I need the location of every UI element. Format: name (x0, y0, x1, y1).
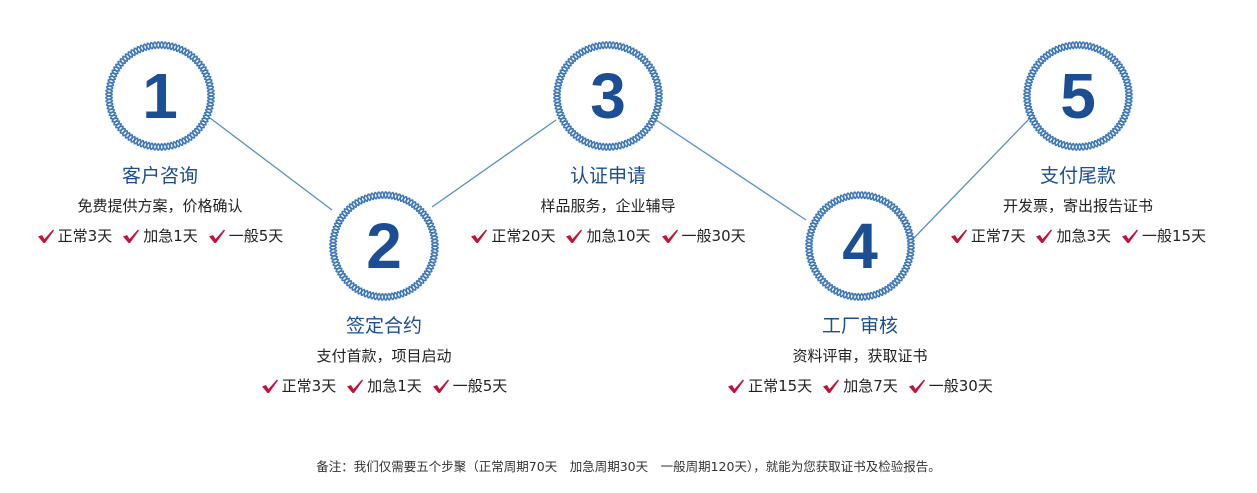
step-1-info: 客户咨询 免费提供方案，价格确认 正常3天 加急1天 一般5天 (0, 163, 320, 249)
connector-4-5 (911, 117, 1031, 241)
step-2-desc: 支付首款，项目启动 (316, 347, 452, 365)
step-4-times: 正常15天 加急7天 一般30天 (700, 373, 1020, 399)
time-item: 一般5天 (208, 223, 284, 249)
step-1-desc: 免费提供方案，价格确认 (77, 197, 243, 215)
step-4-title: 工厂审核 (821, 315, 898, 337)
time-label: 一般5天 (452, 377, 508, 395)
step-1-times: 正常3天 加急1天 一般5天 (0, 223, 320, 249)
step-5-times: 正常7天 加急3天 一般15天 (918, 223, 1238, 249)
time-item: 一般5天 (432, 373, 508, 399)
connector-1-2 (209, 117, 333, 211)
time-label: 加急7天 (843, 377, 898, 395)
connector-2-3 (431, 119, 557, 208)
step-5-desc: 开发票，寄出报告证书 (1002, 197, 1153, 215)
step-3-times: 正常20天 加急10天 一般30天 (448, 223, 768, 249)
check-icon (661, 229, 678, 243)
time-label: 一般30天 (928, 377, 993, 395)
step-4-desc: 资料评审，获取证书 (792, 347, 928, 365)
time-item: 一般30天 (661, 223, 746, 249)
footnote: 备注：我们仅需要五个步聚（正常周期70天 加急周期30天 一般周期120天），就… (316, 459, 941, 474)
check-icon (950, 229, 967, 243)
time-label: 正常3天 (57, 227, 113, 245)
time-label: 正常7天 (970, 227, 1026, 245)
time-label: 正常15天 (748, 377, 813, 395)
time-item: 正常15天 (727, 373, 812, 399)
time-label: 加急1天 (143, 227, 198, 245)
step-5-info: 支付尾款 开发票，寄出报告证书 正常7天 加急3天 一般15天 (918, 163, 1238, 249)
check-icon (208, 229, 225, 243)
check-icon (432, 379, 449, 393)
step-2-times: 正常3天 加急1天 一般5天 (224, 373, 544, 399)
step-3-desc: 样品服务，企业辅导 (540, 197, 676, 215)
time-label: 一般5天 (228, 227, 284, 245)
step-5-number: 5 (1060, 60, 1096, 132)
check-icon (908, 379, 925, 393)
check-icon (347, 379, 364, 393)
time-label: 正常3天 (281, 377, 337, 395)
check-icon (471, 229, 488, 243)
check-icon (1036, 229, 1053, 243)
step-1-title: 客户咨询 (121, 165, 198, 187)
check-icon (566, 229, 583, 243)
time-item: 加急1天 (122, 223, 198, 249)
step-3-badge: 3 (552, 40, 664, 152)
time-label: 一般15天 (1142, 227, 1207, 245)
step-2-badge: 2 (328, 190, 440, 302)
time-label: 一般30天 (681, 227, 746, 245)
time-item: 正常7天 (950, 223, 1026, 249)
step-2-title: 签定合约 (345, 315, 422, 337)
time-item: 加急1天 (346, 373, 422, 399)
step-3-info: 认证申请 样品服务，企业辅导 正常20天 加急10天 一般30天 (448, 163, 768, 249)
check-icon (728, 379, 745, 393)
time-item: 正常3天 (261, 373, 337, 399)
check-icon (123, 229, 140, 243)
step-5-badge: 5 (1022, 40, 1134, 152)
time-label: 加急3天 (1056, 227, 1111, 245)
time-label: 正常20天 (491, 227, 556, 245)
time-item: 一般30天 (908, 373, 993, 399)
step-5-title: 支付尾款 (1039, 165, 1116, 187)
step-2-info: 签定合约 支付首款，项目启动 正常3天 加急1天 一般5天 (224, 313, 544, 399)
step-1-badge: 1 (104, 40, 216, 152)
step-3-title: 认证申请 (569, 165, 646, 187)
check-icon (1122, 229, 1138, 243)
step-1-number: 1 (142, 60, 178, 132)
step-2-number: 2 (366, 210, 402, 282)
step-3-number: 3 (590, 60, 626, 132)
step-4-info: 工厂审核 资料评审，获取证书 正常15天 加急7天 一般30天 (700, 313, 1020, 399)
time-label: 加急1天 (367, 377, 422, 395)
time-item: 加急7天 (822, 373, 898, 399)
time-item: 加急3天 (1035, 223, 1111, 249)
check-icon (37, 229, 54, 243)
time-item: 正常20天 (470, 223, 555, 249)
time-item: 正常3天 (37, 223, 113, 249)
check-icon (823, 379, 840, 393)
step-4-badge: 4 (804, 190, 916, 302)
connector-3-4 (655, 119, 807, 221)
time-label: 加急10天 (586, 227, 651, 245)
time-item: 加急10天 (565, 223, 651, 249)
check-icon (261, 379, 278, 393)
step-4-number: 4 (842, 210, 878, 282)
time-item: 一般15天 (1121, 223, 1206, 249)
